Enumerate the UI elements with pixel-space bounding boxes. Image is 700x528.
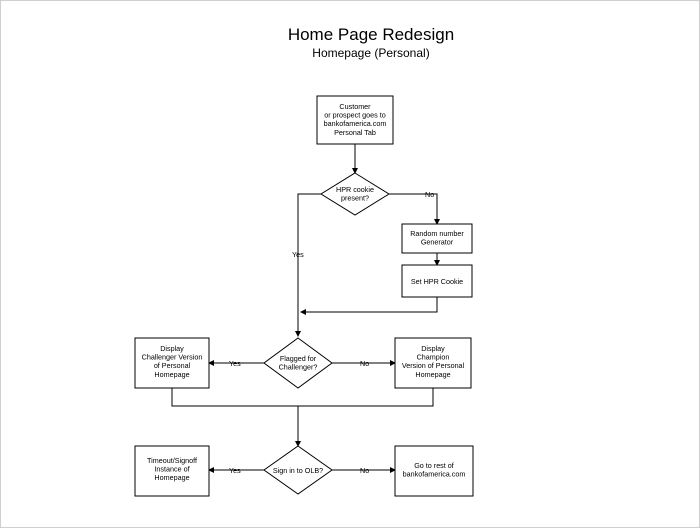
edge-label-cookie-no: No <box>425 190 434 199</box>
node-label-line: Personal Tab <box>334 128 376 137</box>
node-label-line: Timeout/Signoff <box>147 456 197 465</box>
node-label-line: Go to rest of <box>414 461 454 470</box>
edge-label-sign-no: No <box>360 466 369 475</box>
node-label-line: of Personal <box>154 361 191 370</box>
node-label-line: present? <box>341 194 369 203</box>
node-label-line: Homepage <box>154 473 189 482</box>
node-label-line: Instance of <box>154 465 189 474</box>
edge-label-flagged-yes: Yes <box>229 359 241 368</box>
node-label-line: Display <box>160 344 184 353</box>
node-label-line: Display <box>421 344 445 353</box>
node-set-cookie-label: Set HPR Cookie <box>411 277 463 286</box>
node-label-line: Customer <box>339 102 371 111</box>
edge-label-flagged-no: No <box>360 359 369 368</box>
node-label-line: Flagged for <box>280 354 317 363</box>
node-label-line: Generator <box>421 238 454 247</box>
edge-challenger-down <box>171 388 434 407</box>
node-label-line: or prospect goes to <box>324 111 386 120</box>
edge-cookie-no <box>389 193 440 225</box>
node-set-cookie: Set HPR Cookie <box>401 264 473 298</box>
node-label-line: HPR cookie <box>336 185 374 194</box>
node-label-line: Challenger? <box>279 363 318 372</box>
node-label-line: Random number <box>410 229 464 238</box>
node-label-line: Version of Personal <box>402 361 465 370</box>
node-label-line: Homepage <box>415 370 450 379</box>
node-label-line: bankofamerica.com <box>324 119 387 128</box>
node-label-line: bankofamerica.com <box>403 470 466 479</box>
node-sign-in: Sign in to OLB? <box>263 445 333 495</box>
node-sign-in-label: Sign in to OLB? <box>273 466 323 475</box>
edge-labels: No Yes Yes No Yes No <box>229 190 434 475</box>
node-label-line: Champion <box>417 353 450 362</box>
edge-label-cookie-yes: Yes <box>292 250 304 259</box>
edge-label-sign-yes: Yes <box>229 466 241 475</box>
edge-cookie-yes <box>295 193 321 337</box>
node-label-line: Sign in to OLB? <box>273 466 323 475</box>
diagram-title: Home Page Redesign <box>287 25 455 44</box>
node-label-line: Set HPR Cookie <box>411 277 463 286</box>
edges <box>171 144 440 473</box>
node-label-line: Challenger Version <box>142 353 203 362</box>
node-label-line: Homepage <box>154 370 189 379</box>
edge-set-to-merge <box>300 297 438 315</box>
diagram-subtitle: Homepage (Personal) <box>312 46 430 60</box>
